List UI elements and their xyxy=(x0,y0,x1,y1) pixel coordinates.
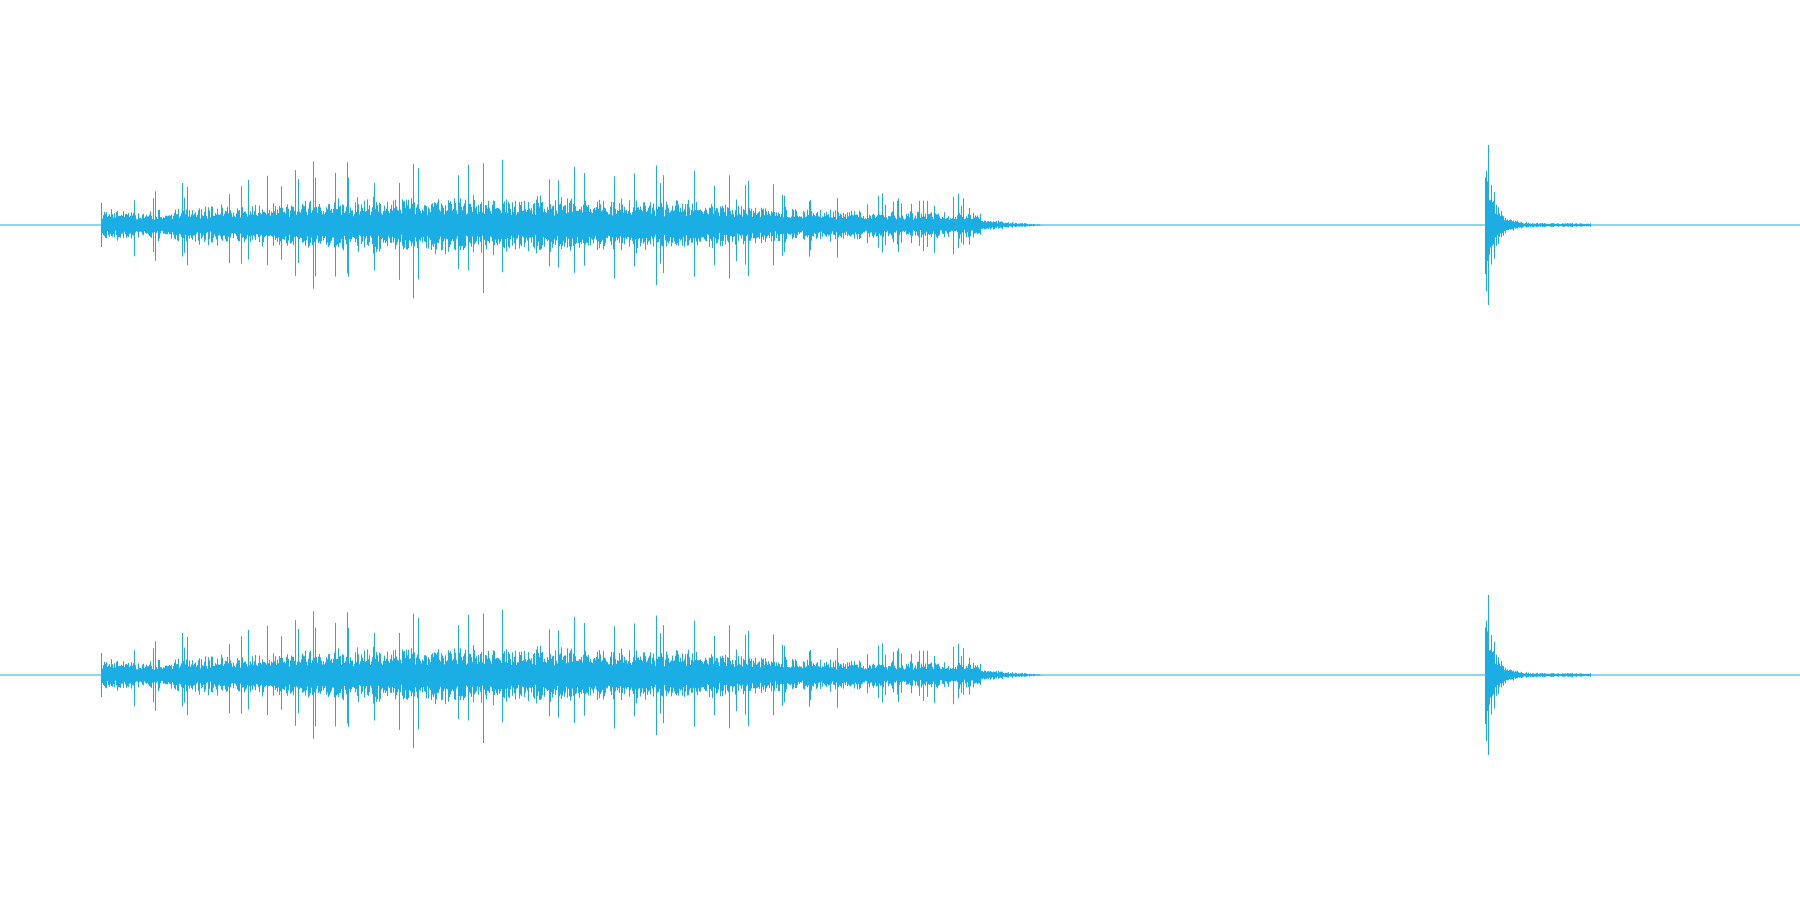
waveform-signal xyxy=(101,595,1591,755)
waveform-signal xyxy=(101,145,1591,305)
waveform-channel-right xyxy=(0,595,1800,755)
waveform-channel-left xyxy=(0,145,1800,305)
